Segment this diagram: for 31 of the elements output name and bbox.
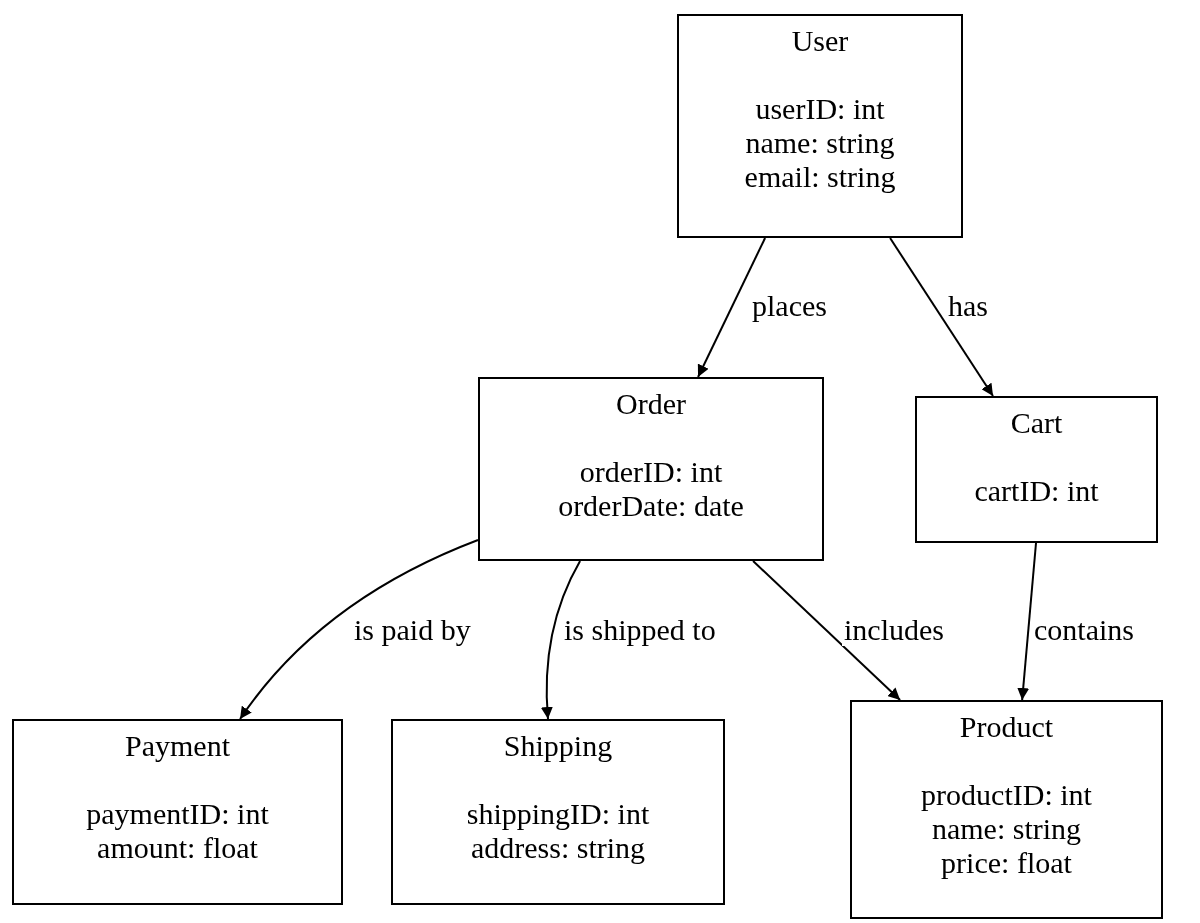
- attribute-text: orderID: int: [579, 455, 723, 489]
- attribute-text: email: string: [744, 160, 896, 194]
- arrow: [1017, 542, 1037, 701]
- entity-box: [850, 700, 1163, 919]
- arrow: [239, 539, 479, 720]
- entity-name: Payment: [125, 729, 230, 763]
- arrow: [697, 237, 767, 378]
- attribute-text: cartID: int: [974, 474, 1099, 508]
- entity-box: [12, 719, 343, 905]
- arrow: [752, 560, 902, 701]
- entity-name: Shipping: [503, 729, 613, 763]
- attribute-text: price: float: [941, 846, 1072, 880]
- attribute-text: address: string: [470, 831, 646, 865]
- attribute-text: amount: float: [97, 831, 258, 865]
- entity-name: Cart: [1010, 406, 1063, 440]
- arrow: [541, 560, 582, 720]
- attribute-text: name: string: [931, 812, 1082, 846]
- entity-box: [677, 14, 963, 238]
- attribute-text: shippingID: int: [466, 797, 650, 831]
- entity-name: User: [791, 24, 849, 58]
- arrow: [889, 237, 994, 397]
- entity-name: Order: [616, 387, 686, 421]
- entity-box: [391, 719, 725, 905]
- attribute-text: productID: int: [921, 778, 1092, 812]
- entity-box: [915, 396, 1158, 543]
- entity-box: [478, 377, 824, 561]
- attribute-text: name: string: [745, 126, 895, 160]
- attribute-text: orderDate: date: [558, 489, 744, 523]
- attribute-text: userID: int: [755, 92, 885, 126]
- entity-name: Product: [959, 710, 1054, 744]
- attribute-text: paymentID: int: [86, 797, 269, 831]
